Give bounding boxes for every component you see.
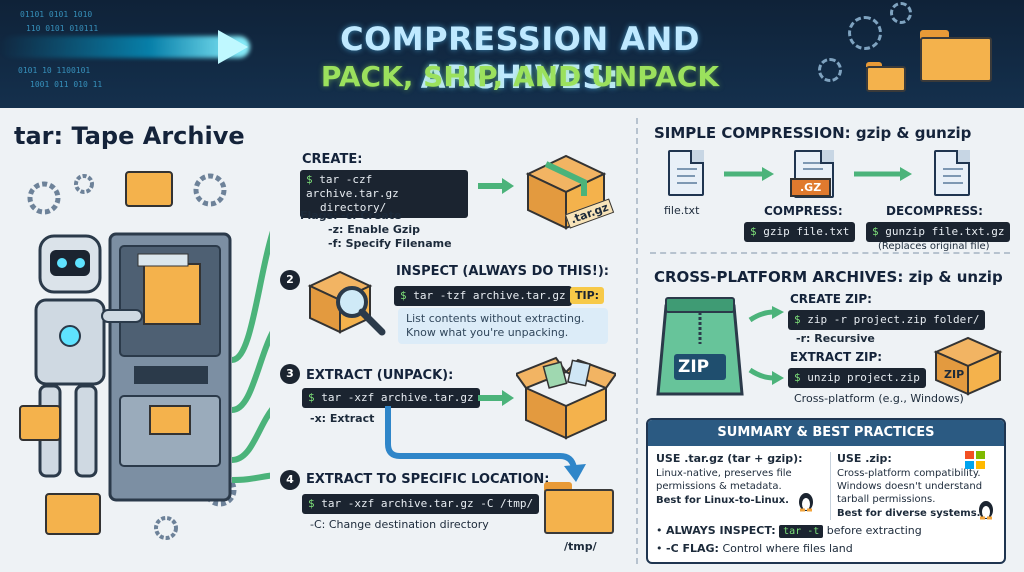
compress-heading: COMPRESS: — [764, 204, 843, 218]
file-icon — [668, 150, 704, 196]
compress-command[interactable]: $ gzip file.txt — [744, 222, 856, 242]
extract-to-command[interactable]: $ tar -xzf archive.tar.gz -C /tmp/ — [302, 494, 540, 514]
tip-badge: TIP: — [570, 287, 605, 304]
summary-panel: SUMMARY & BEST PRACTICES USE .tar.gz (ta… — [646, 418, 1006, 564]
tmp-folder-label: /tmp/ — [564, 540, 597, 553]
extract-heading: EXTRACT (UNPACK): — [306, 368, 454, 383]
extract-zip-heading: EXTRACT ZIP: — [790, 350, 883, 364]
gear-icon — [848, 16, 882, 50]
targz-column: USE .tar.gz (tar + gzip): Linux-native, … — [656, 452, 803, 506]
zip-box-icon — [933, 336, 1003, 396]
summary-header: SUMMARY & BEST PRACTICES — [648, 420, 1004, 446]
summary-bullet-cflag: • -C FLAG: Control where files land — [656, 542, 853, 555]
prompt-symbol: $ — [306, 173, 313, 186]
extract-command[interactable]: $ tar -xzf archive.tar.gz — [302, 388, 480, 408]
decompress-heading: DECOMPRESS: — [886, 204, 983, 218]
create-zip-heading: CREATE ZIP: — [790, 292, 872, 306]
cross-platform-note: Cross-platform (e.g., Windows) — [794, 392, 964, 405]
folder-icon — [866, 62, 906, 92]
robot-archive-illustration — [19, 171, 270, 540]
data-stream-icon — [0, 36, 250, 58]
section-divider — [636, 118, 638, 564]
windows-logo-icon — [965, 451, 985, 469]
extract-flow-arrow — [385, 406, 586, 482]
arrow-right-icon — [854, 167, 912, 181]
open-box-icon — [516, 356, 616, 440]
arrow-right-icon — [748, 367, 784, 385]
section-divider — [650, 252, 1010, 254]
extract-to-heading: EXTRACT TO SPECIFIC LOCATION: — [306, 472, 550, 487]
step-number: 4 — [280, 470, 300, 490]
create-command-line1: tar -czf archive.tar.gz — [306, 173, 399, 200]
arrow-right-icon — [748, 306, 784, 323]
file-icon — [934, 150, 970, 196]
create-command[interactable]: $ tar -czf archive.tar.gz directory/ — [300, 170, 468, 218]
flag-f: -f: Specify Filename — [328, 237, 452, 250]
page-subtitle: PACK, SHIP, AND UNPACK — [320, 60, 720, 93]
arrow-right-icon — [724, 167, 774, 181]
header-banner: 01101 0101 1010 110 0101 010111 0101 10 … — [0, 0, 1024, 108]
gz-badge: .GZ — [790, 178, 832, 197]
flag-x: -x: Extract — [310, 412, 375, 425]
zip-section-title: CROSS-PLATFORM ARCHIVES: zip & unzip — [654, 268, 1003, 286]
flag-z: -z: Enable Gzip — [328, 223, 420, 236]
binary-stream: 110 0101 010111 — [26, 24, 99, 33]
gear-icon — [890, 2, 912, 24]
decompress-command[interactable]: $ gunzip file.txt.gz — [866, 222, 1011, 242]
flag-C: -C: Change destination directory — [310, 518, 489, 531]
zip-bag-icon — [656, 297, 744, 396]
arrow-right-icon — [478, 178, 514, 194]
step-number: 3 — [280, 364, 300, 384]
zip-column: USE .zip: Cross-platform compatibility. … — [830, 452, 1002, 520]
flag-r: -r: Recursive — [796, 332, 875, 345]
gear-icon — [818, 58, 842, 82]
create-command-line2: directory/ — [320, 201, 387, 214]
folder-icon — [544, 482, 614, 534]
tip-text: List contents without extracting. Know w… — [398, 308, 608, 344]
gzip-section-title: SIMPLE COMPRESSION: gzip & gunzip — [654, 124, 972, 142]
flag-c: -c: Create — [341, 209, 402, 222]
arrow-right-icon — [478, 390, 514, 406]
create-heading: CREATE: — [302, 152, 363, 167]
binary-stream: 1001 011 010 11 — [30, 80, 103, 89]
binary-stream: 0101 10 1100101 — [18, 66, 91, 75]
step-number: 2 — [280, 270, 300, 290]
zip-bag-label: ZIP — [678, 357, 710, 377]
create-zip-command[interactable]: $ zip -r project.zip folder/ — [788, 310, 986, 330]
replaces-note: (Replaces original file) — [878, 241, 990, 252]
linux-penguin-icon — [799, 493, 813, 512]
extract-zip-command[interactable]: $ unzip project.zip — [788, 368, 926, 388]
zip-box-label: ZIP — [944, 368, 965, 381]
summary-bullet-inspect: • ALWAYS INSPECT: tar -t before extracti… — [656, 524, 922, 538]
inspect-command[interactable]: $ tar -tzf archive.tar.gz — [394, 286, 572, 306]
flags-label: Flags: -c: Create — [300, 209, 402, 222]
folder-icon — [920, 30, 992, 82]
arrow-right-icon — [218, 30, 248, 64]
page-title: COMPRESSION AND ARCHIVES: — [340, 20, 700, 96]
magnifier-box-icon — [307, 270, 386, 336]
file-name-label: file.txt — [664, 204, 700, 217]
binary-stream: 01101 0101 1010 — [20, 10, 93, 19]
inspect-heading: INSPECT (ALWAYS DO THIS!): — [396, 264, 609, 279]
linux-penguin-icon — [979, 501, 993, 520]
tar-section-title: tar: Tape Archive — [14, 122, 245, 150]
